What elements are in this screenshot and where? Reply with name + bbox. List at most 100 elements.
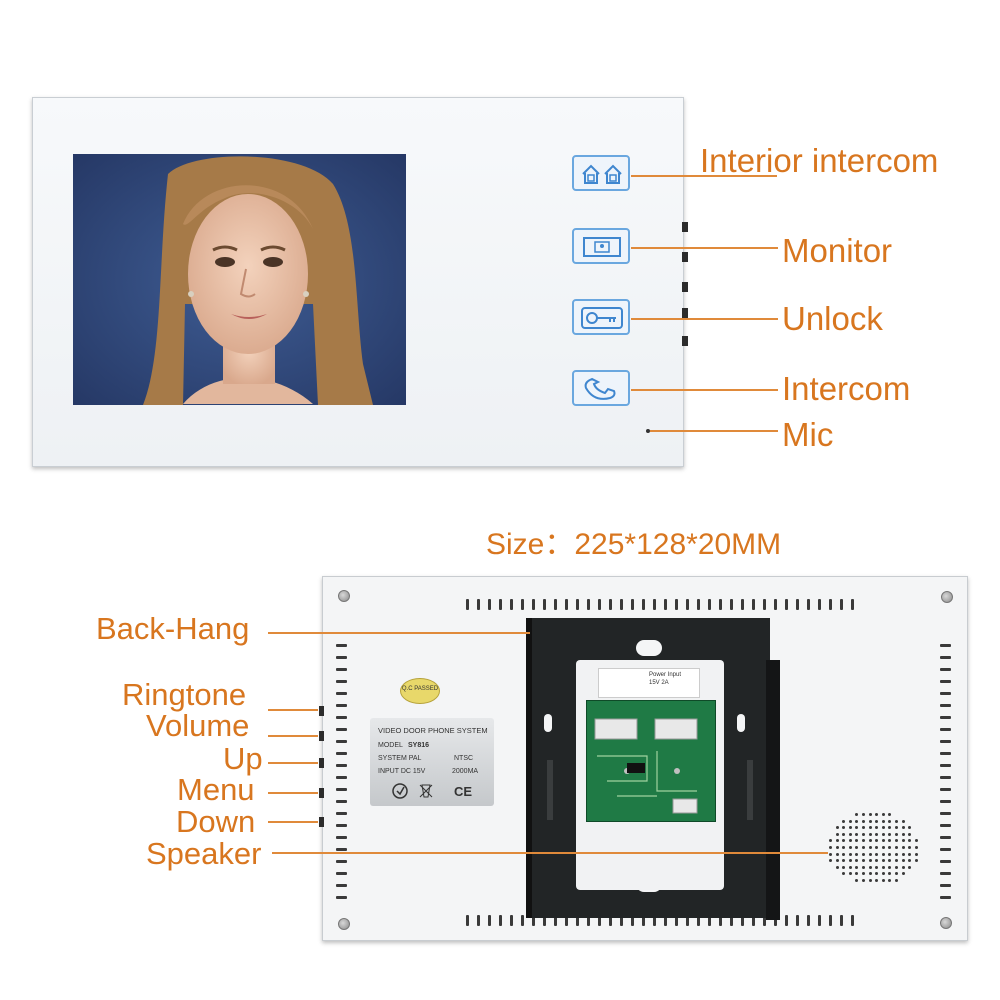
speaker-hole xyxy=(875,826,879,830)
size-caption: Size：225*128*20MM xyxy=(486,528,782,561)
circuit-board xyxy=(586,700,716,822)
down-key[interactable] xyxy=(319,817,324,827)
vent-slot xyxy=(609,599,612,610)
volume-label: Volume xyxy=(146,708,250,743)
speaker-hole xyxy=(895,846,898,849)
speaker-hole xyxy=(908,839,912,843)
speaker-hole xyxy=(901,839,905,843)
leader-line xyxy=(268,792,318,794)
vent-slot xyxy=(587,599,590,610)
speaker-hole xyxy=(842,826,846,830)
speaker-hole xyxy=(842,819,846,823)
down-label: Down xyxy=(176,804,256,839)
speaker-hole xyxy=(855,879,859,882)
vent-slot xyxy=(818,599,821,610)
intercom-button[interactable] xyxy=(572,370,630,406)
vent-slot xyxy=(763,915,766,926)
vent-slot xyxy=(719,915,722,926)
up-key[interactable] xyxy=(319,758,324,768)
speaker-hole xyxy=(848,852,852,856)
bracket-hole xyxy=(544,714,552,732)
leader-line xyxy=(631,247,778,249)
vent-slot xyxy=(510,915,513,926)
speaker-hole xyxy=(914,846,918,849)
speaker-hole xyxy=(875,839,879,843)
speaker-hole xyxy=(848,872,852,876)
volume-key[interactable] xyxy=(319,731,324,741)
vent-slot xyxy=(829,915,832,926)
vent-slot xyxy=(620,599,623,610)
vent-slot xyxy=(763,599,766,610)
speaker-hole xyxy=(914,839,918,843)
speaker-hole xyxy=(842,859,846,863)
speaker-hole xyxy=(855,832,859,836)
vent-slot xyxy=(940,824,951,827)
vent-slot xyxy=(565,915,568,926)
speaker-hole xyxy=(875,865,879,869)
vent-slot xyxy=(336,824,347,827)
vent-slot xyxy=(336,812,347,815)
right-vent xyxy=(940,644,951,899)
vent-slot xyxy=(521,599,524,610)
speaker-hole xyxy=(848,826,852,830)
speaker-hole xyxy=(829,846,832,849)
spec-ntsc: NTSC xyxy=(454,755,474,762)
vent-slot xyxy=(774,599,777,610)
side-key xyxy=(682,252,688,262)
vent-slot xyxy=(664,915,667,926)
vent-slot xyxy=(532,915,535,926)
speaker-hole xyxy=(862,846,865,849)
vent-slot xyxy=(336,896,347,899)
vent-slot xyxy=(741,915,744,926)
speaker-hole xyxy=(881,839,885,843)
vent-slot xyxy=(336,836,347,839)
vent-slot xyxy=(336,776,347,779)
vent-slot xyxy=(940,896,951,899)
speaker-hole xyxy=(848,859,852,863)
speaker-hole xyxy=(908,865,912,869)
vent-slot xyxy=(587,915,590,926)
vent-slot xyxy=(940,752,951,755)
spec-current: 2000MA xyxy=(452,768,479,775)
vent-slot xyxy=(774,915,777,926)
speaker-hole xyxy=(835,846,839,849)
vent-slot xyxy=(686,915,689,926)
interior-intercom-button[interactable] xyxy=(572,155,630,191)
monitor-screen xyxy=(73,154,406,405)
menu-key[interactable] xyxy=(319,788,324,798)
pcb-traces xyxy=(594,718,698,814)
side-key xyxy=(682,308,688,318)
bracket-edge xyxy=(766,660,780,920)
leader-line xyxy=(268,735,318,737)
vent-slot xyxy=(653,599,656,610)
speaker-hole xyxy=(855,819,859,823)
speaker-hole xyxy=(901,852,905,856)
vent-slot xyxy=(708,915,711,926)
vent-slot xyxy=(598,915,601,926)
vent-slot xyxy=(840,599,843,610)
monitor-label: Monitor xyxy=(782,232,893,269)
speaker-hole xyxy=(868,826,872,830)
unlock-button[interactable] xyxy=(572,299,630,335)
monitor-button[interactable] xyxy=(572,228,630,264)
speaker-hole xyxy=(855,813,859,816)
speaker-hole xyxy=(895,839,898,843)
speaker-hole xyxy=(835,826,839,830)
ce-mark: CE xyxy=(454,784,473,799)
speaker-hole xyxy=(835,865,839,869)
vent-slot xyxy=(477,599,480,610)
vent-slot xyxy=(807,915,810,926)
speaker-hole xyxy=(829,839,832,843)
vent-slot xyxy=(940,740,951,743)
speaker-hole xyxy=(881,879,885,882)
handset-icon xyxy=(584,377,616,400)
vent-slot xyxy=(785,915,788,926)
screw xyxy=(940,917,952,929)
vent-slot xyxy=(940,776,951,779)
vent-slot xyxy=(336,656,347,659)
vent-slot xyxy=(829,599,832,610)
vent-slot xyxy=(653,915,656,926)
ringtone-key[interactable] xyxy=(319,706,324,716)
speaker-hole xyxy=(855,852,859,856)
speaker-hole xyxy=(868,819,872,823)
